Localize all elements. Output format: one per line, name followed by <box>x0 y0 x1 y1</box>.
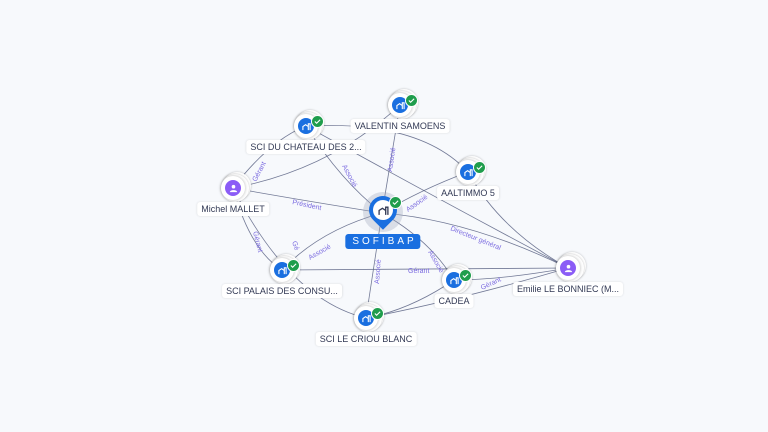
node-label: SCI PALAIS DES CONSU... <box>222 284 342 298</box>
edge-label-directeur-general: Directeur général <box>449 225 502 252</box>
edge-label-associe: Associé <box>374 259 383 284</box>
verified-check-icon <box>405 94 418 107</box>
building-icon <box>392 97 408 113</box>
node-label: CADEA <box>434 294 474 308</box>
verified-check-icon <box>311 115 324 128</box>
verified-check-icon <box>473 161 486 174</box>
edge-label-gerant: Gérant <box>252 161 268 183</box>
node-label: Michel MALLET <box>197 202 269 216</box>
edge-label-gerant: Gérant <box>408 268 429 275</box>
edge-sofibap-criou <box>365 212 383 319</box>
person-icon <box>225 180 241 196</box>
building-icon <box>460 164 476 180</box>
building-icon <box>298 118 314 134</box>
edge-label-associe: Associé <box>308 243 333 261</box>
main-entity-label: SOFIBAP <box>345 234 421 249</box>
verified-check-icon <box>371 307 384 320</box>
edge-emilie-sofibap <box>381 212 569 269</box>
building-icon <box>358 310 374 326</box>
edge-emilie-palais <box>281 267 569 271</box>
verified-check-icon <box>459 269 472 282</box>
edge-label-president: Président <box>292 199 322 212</box>
node-label: AALTIMMO 5 <box>437 186 499 200</box>
node-label: SCI DU CHATEAU DES 2... <box>246 140 366 154</box>
verified-check-icon <box>389 196 402 209</box>
building-icon <box>446 272 462 288</box>
person-icon <box>560 260 576 276</box>
edge-label-gerant: Gérant <box>251 231 263 254</box>
edge-label-associe: Associé <box>387 147 397 172</box>
building-icon <box>373 200 393 220</box>
edge-valentin-aaltimmo <box>305 125 469 173</box>
edge-label-gerant: Gé <box>290 240 300 251</box>
node-label: VALENTIN SAMOENS <box>350 119 450 133</box>
edge-label-associe: Associé <box>405 194 429 214</box>
node-label: Emilie LE BONNIEC (M... <box>512 282 624 296</box>
verified-check-icon <box>287 259 300 272</box>
node-label: SCI LE CRIOU BLANC <box>315 332 417 346</box>
building-icon <box>274 262 290 278</box>
